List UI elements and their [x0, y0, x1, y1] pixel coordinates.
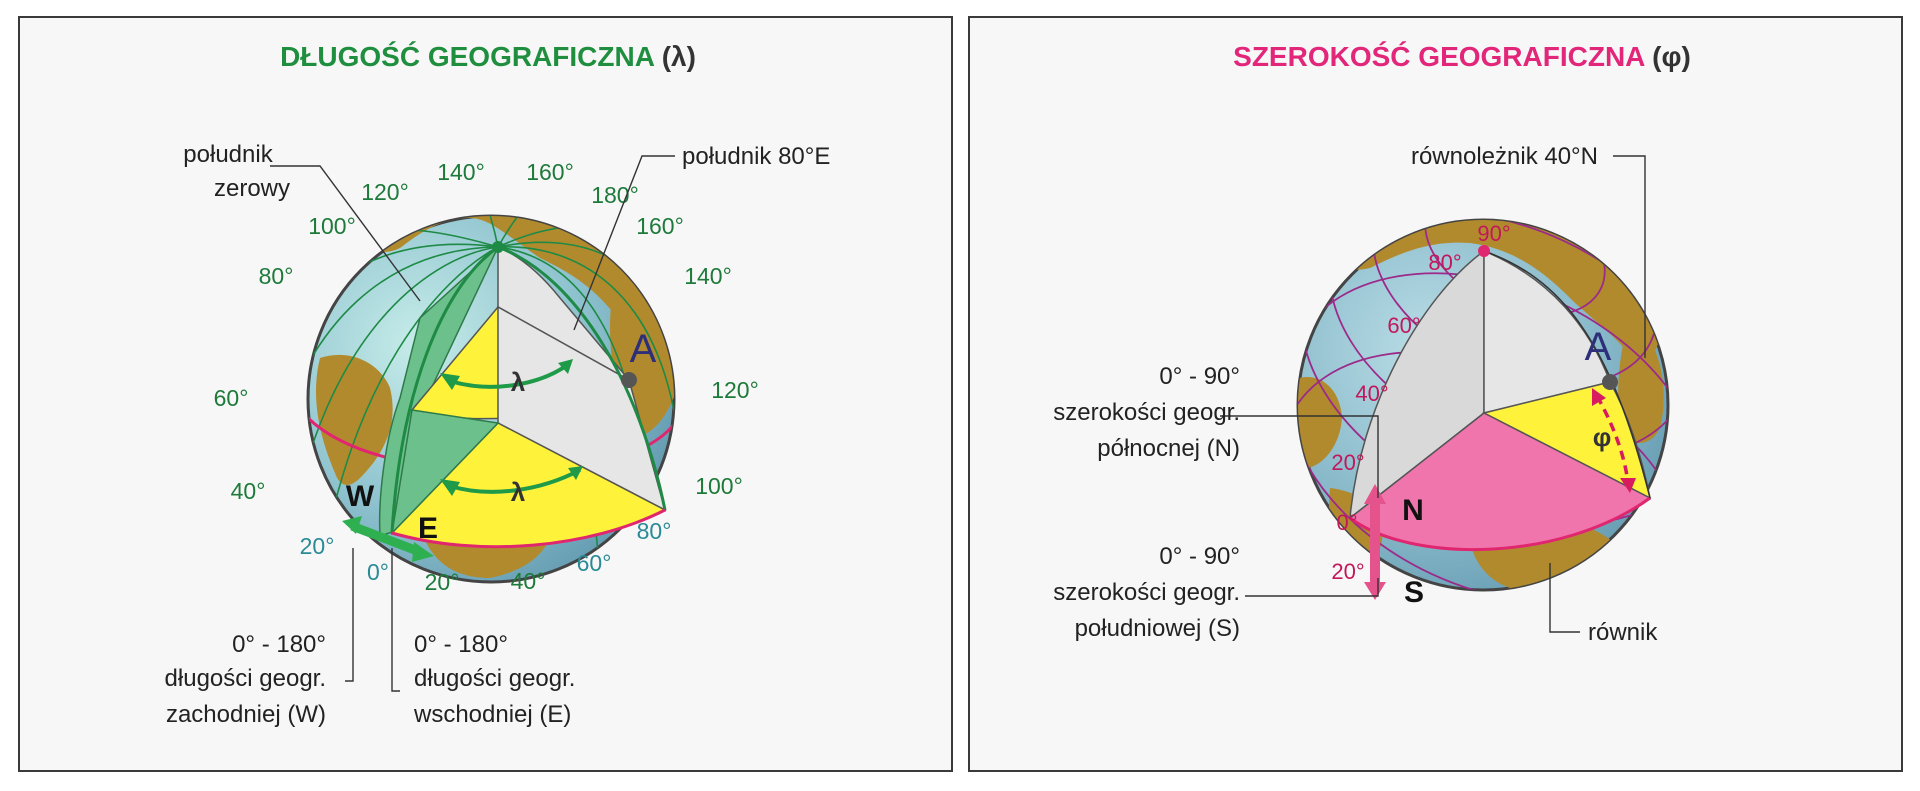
- deg-label: 160°: [526, 159, 574, 185]
- deg-label: 80°: [259, 263, 294, 289]
- west-letter: W: [346, 480, 375, 513]
- deg-label: 60°: [577, 550, 612, 576]
- east-letter: E: [418, 512, 438, 545]
- equator-leader: [1549, 563, 1580, 633]
- deg-label: 80°: [1428, 250, 1461, 275]
- west-desc-leader: [345, 548, 354, 682]
- equator-label: równik: [1588, 619, 1658, 646]
- south-desc-line3: południowej (S): [1075, 615, 1240, 642]
- prime-meridian-label-line1: południk: [183, 141, 273, 168]
- west-desc-line1: 0° - 180°: [232, 631, 326, 658]
- phi-arrow: [1595, 395, 1630, 484]
- lambda-label-upper: λ: [511, 367, 526, 397]
- point-a-marker: [621, 372, 637, 388]
- lambda-arrow-lower: [449, 468, 581, 494]
- north-pole-point: [1478, 245, 1490, 257]
- deg-label: 160°: [636, 213, 684, 239]
- deg-label: 120°: [711, 377, 759, 403]
- lambda-arrow-upper: [449, 361, 572, 389]
- west-east-arrow: [350, 521, 422, 557]
- deg-label: 60°: [1387, 313, 1420, 338]
- east-desc-line2: długości geogr.: [414, 665, 575, 692]
- north-desc-line1: 0° - 90°: [1159, 363, 1240, 390]
- south-desc-leader: [1245, 578, 1379, 597]
- deg-label: 40°: [231, 478, 266, 504]
- deg-label: 140°: [437, 159, 485, 185]
- north-desc-leader: [1220, 415, 1379, 498]
- south-desc-line2: szerokości geogr.: [1053, 579, 1240, 606]
- north-pole-point: [492, 241, 504, 253]
- deg-label: 40°: [511, 568, 546, 594]
- west-desc-line3: zachodniej (W): [166, 701, 326, 728]
- prime-meridian-line: [390, 245, 499, 534]
- globe: [1296, 218, 1670, 600]
- north-letter: N: [1402, 494, 1424, 527]
- east-desc-leader: [391, 548, 400, 692]
- north-desc-line2: szerokości geogr.: [1053, 399, 1240, 426]
- point-a-label: A: [1585, 325, 1612, 369]
- deg-label: 180°: [591, 182, 639, 208]
- phi-label: φ: [1593, 422, 1612, 452]
- lambda-label-lower: λ: [511, 477, 526, 507]
- deg-label: 90°: [1477, 221, 1510, 246]
- prime-meridian-leader: [270, 165, 421, 302]
- deg-label: 80°: [637, 518, 672, 544]
- south-desc-line1: 0° - 90°: [1159, 543, 1240, 570]
- south-letter: S: [1404, 576, 1424, 609]
- longitude-panel: DŁUGOŚĆ GEOGRAFICZNA (λ): [18, 16, 953, 772]
- latitude-title: SZEROKOŚĆ GEOGRAFICZNA (φ): [1233, 41, 1691, 72]
- parallel-40n-leader: [1613, 155, 1646, 358]
- deg-label: 120°: [361, 179, 409, 205]
- equator-front: [391, 508, 666, 549]
- deg-label: 0°: [1336, 510, 1357, 535]
- meridian-80e-line: [497, 245, 667, 511]
- east-desc-line1: 0° - 180°: [414, 631, 508, 658]
- deg-label: 20°: [1331, 450, 1364, 475]
- deg-label: 40°: [1355, 381, 1388, 406]
- prime-meridian-lower: [390, 409, 500, 536]
- deg-label: 140°: [684, 263, 732, 289]
- point-a-label: A: [630, 327, 657, 371]
- deg-label: 20°: [1331, 559, 1364, 584]
- east-desc-line3: wschodniej (E): [413, 701, 571, 728]
- point-a-marker: [1602, 374, 1618, 390]
- longitude-diagram: DŁUGOŚĆ GEOGRAFICZNA (λ): [165, 41, 831, 728]
- deg-label: 20°: [300, 533, 335, 559]
- meridian-plane: [1349, 249, 1485, 520]
- meridian-line: [1483, 250, 1651, 499]
- meridian-80e-label: południk 80°E: [682, 143, 830, 170]
- parallel-40n-label: równoleżnik 40°N: [1411, 143, 1598, 170]
- deg-label: 100°: [308, 213, 356, 239]
- latitude-panel: SZEROKOŚĆ GEOGRAFICZNA (φ): [968, 16, 1903, 772]
- deg-label: 20°: [425, 569, 460, 595]
- deg-label: 100°: [695, 473, 743, 499]
- west-desc-line2: długości geogr.: [165, 665, 326, 692]
- longitude-title: DŁUGOŚĆ GEOGRAFICZNA (λ): [280, 41, 696, 72]
- meridian-80e-leader: [573, 155, 675, 331]
- north-desc-line3: północnej (N): [1097, 435, 1240, 462]
- deg-label: 0°: [367, 559, 389, 585]
- deg-label: 60°: [214, 385, 249, 411]
- prime-meridian-label-line2: zerowy: [214, 175, 290, 202]
- latitude-diagram: SZEROKOŚĆ GEOGRAFICZNA (φ): [1053, 41, 1691, 646]
